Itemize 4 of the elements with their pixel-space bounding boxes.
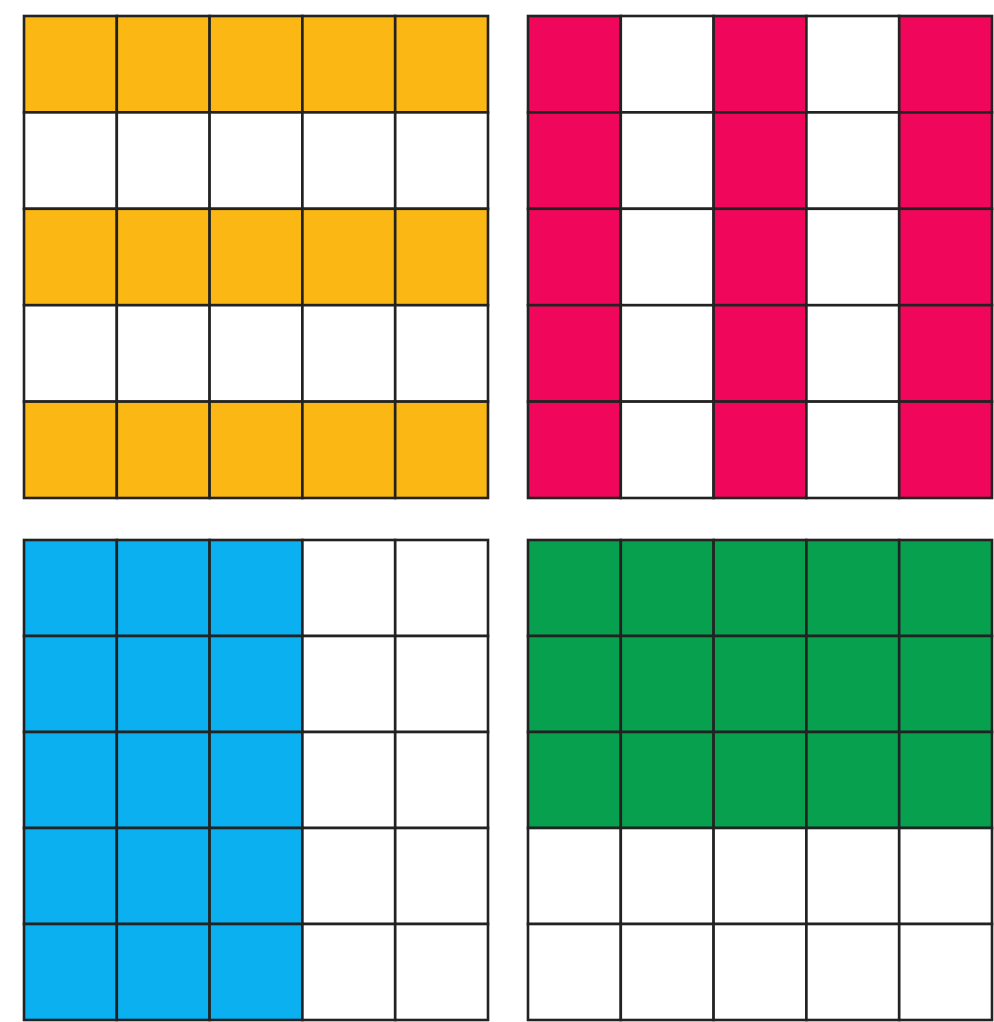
grid-drawing bbox=[526, 14, 994, 500]
grid-drawing bbox=[22, 14, 490, 500]
grid-drawing bbox=[22, 538, 490, 1022]
grid-drawing bbox=[526, 538, 994, 1022]
